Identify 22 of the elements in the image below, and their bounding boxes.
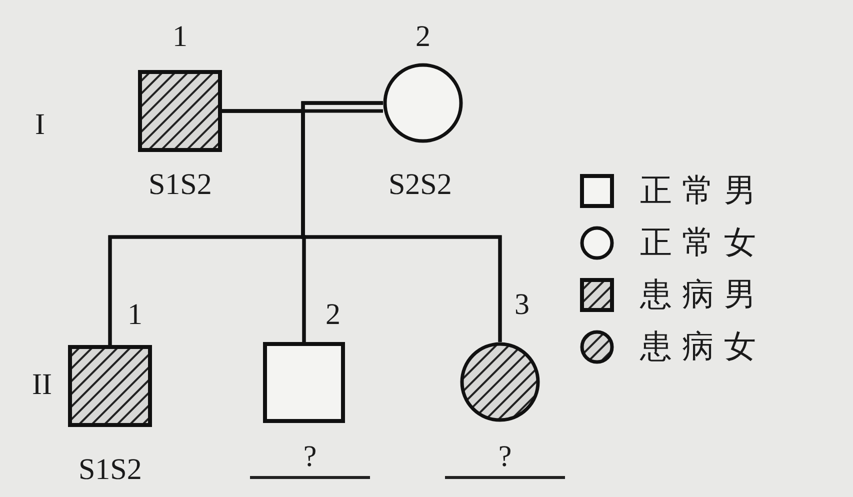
male-square	[263, 342, 345, 423]
generation-label: I	[35, 110, 45, 140]
legend-text: 患病女	[640, 331, 766, 361]
genotype-label: S1S2	[78, 455, 142, 485]
legend-text: 患病男	[640, 279, 766, 309]
pedigree-line	[301, 101, 502, 342]
female-circle	[383, 63, 463, 143]
male-square	[138, 70, 222, 152]
legend-text: 正常女	[640, 227, 766, 257]
individual-number: 3	[514, 290, 530, 320]
individual-number: 2	[416, 22, 430, 52]
individual-number: 1	[128, 300, 142, 330]
female-circle	[460, 342, 540, 422]
individual-number: 2	[326, 300, 340, 330]
male-square	[68, 345, 152, 427]
answer-blank: ?	[445, 442, 565, 478]
genotype-label: S2S2	[388, 170, 452, 200]
answer-blank: ?	[250, 442, 370, 478]
legend-text: 正常男	[640, 175, 766, 205]
genotype-label: S1S2	[148, 170, 212, 200]
generation-label: II	[32, 370, 52, 400]
individual-number: 1	[172, 22, 188, 52]
